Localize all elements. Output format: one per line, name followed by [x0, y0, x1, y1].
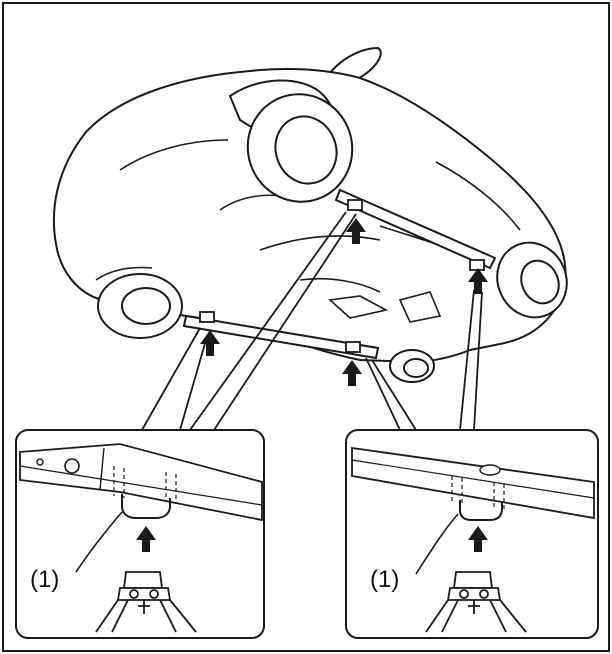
jack-stand-icon — [95, 571, 197, 633]
sill-upper — [334, 188, 497, 270]
wheels — [97, 93, 568, 383]
detail-inset-right — [345, 429, 599, 639]
leader-lines — [141, 211, 483, 431]
callout-label-right: (1) — [370, 566, 400, 593]
lift-point-brackets — [199, 199, 485, 353]
callout-label-left: (1) — [30, 566, 60, 593]
detail-inset-left — [15, 429, 265, 639]
jack-stand-icon — [425, 571, 527, 633]
sill-lower — [182, 314, 380, 360]
